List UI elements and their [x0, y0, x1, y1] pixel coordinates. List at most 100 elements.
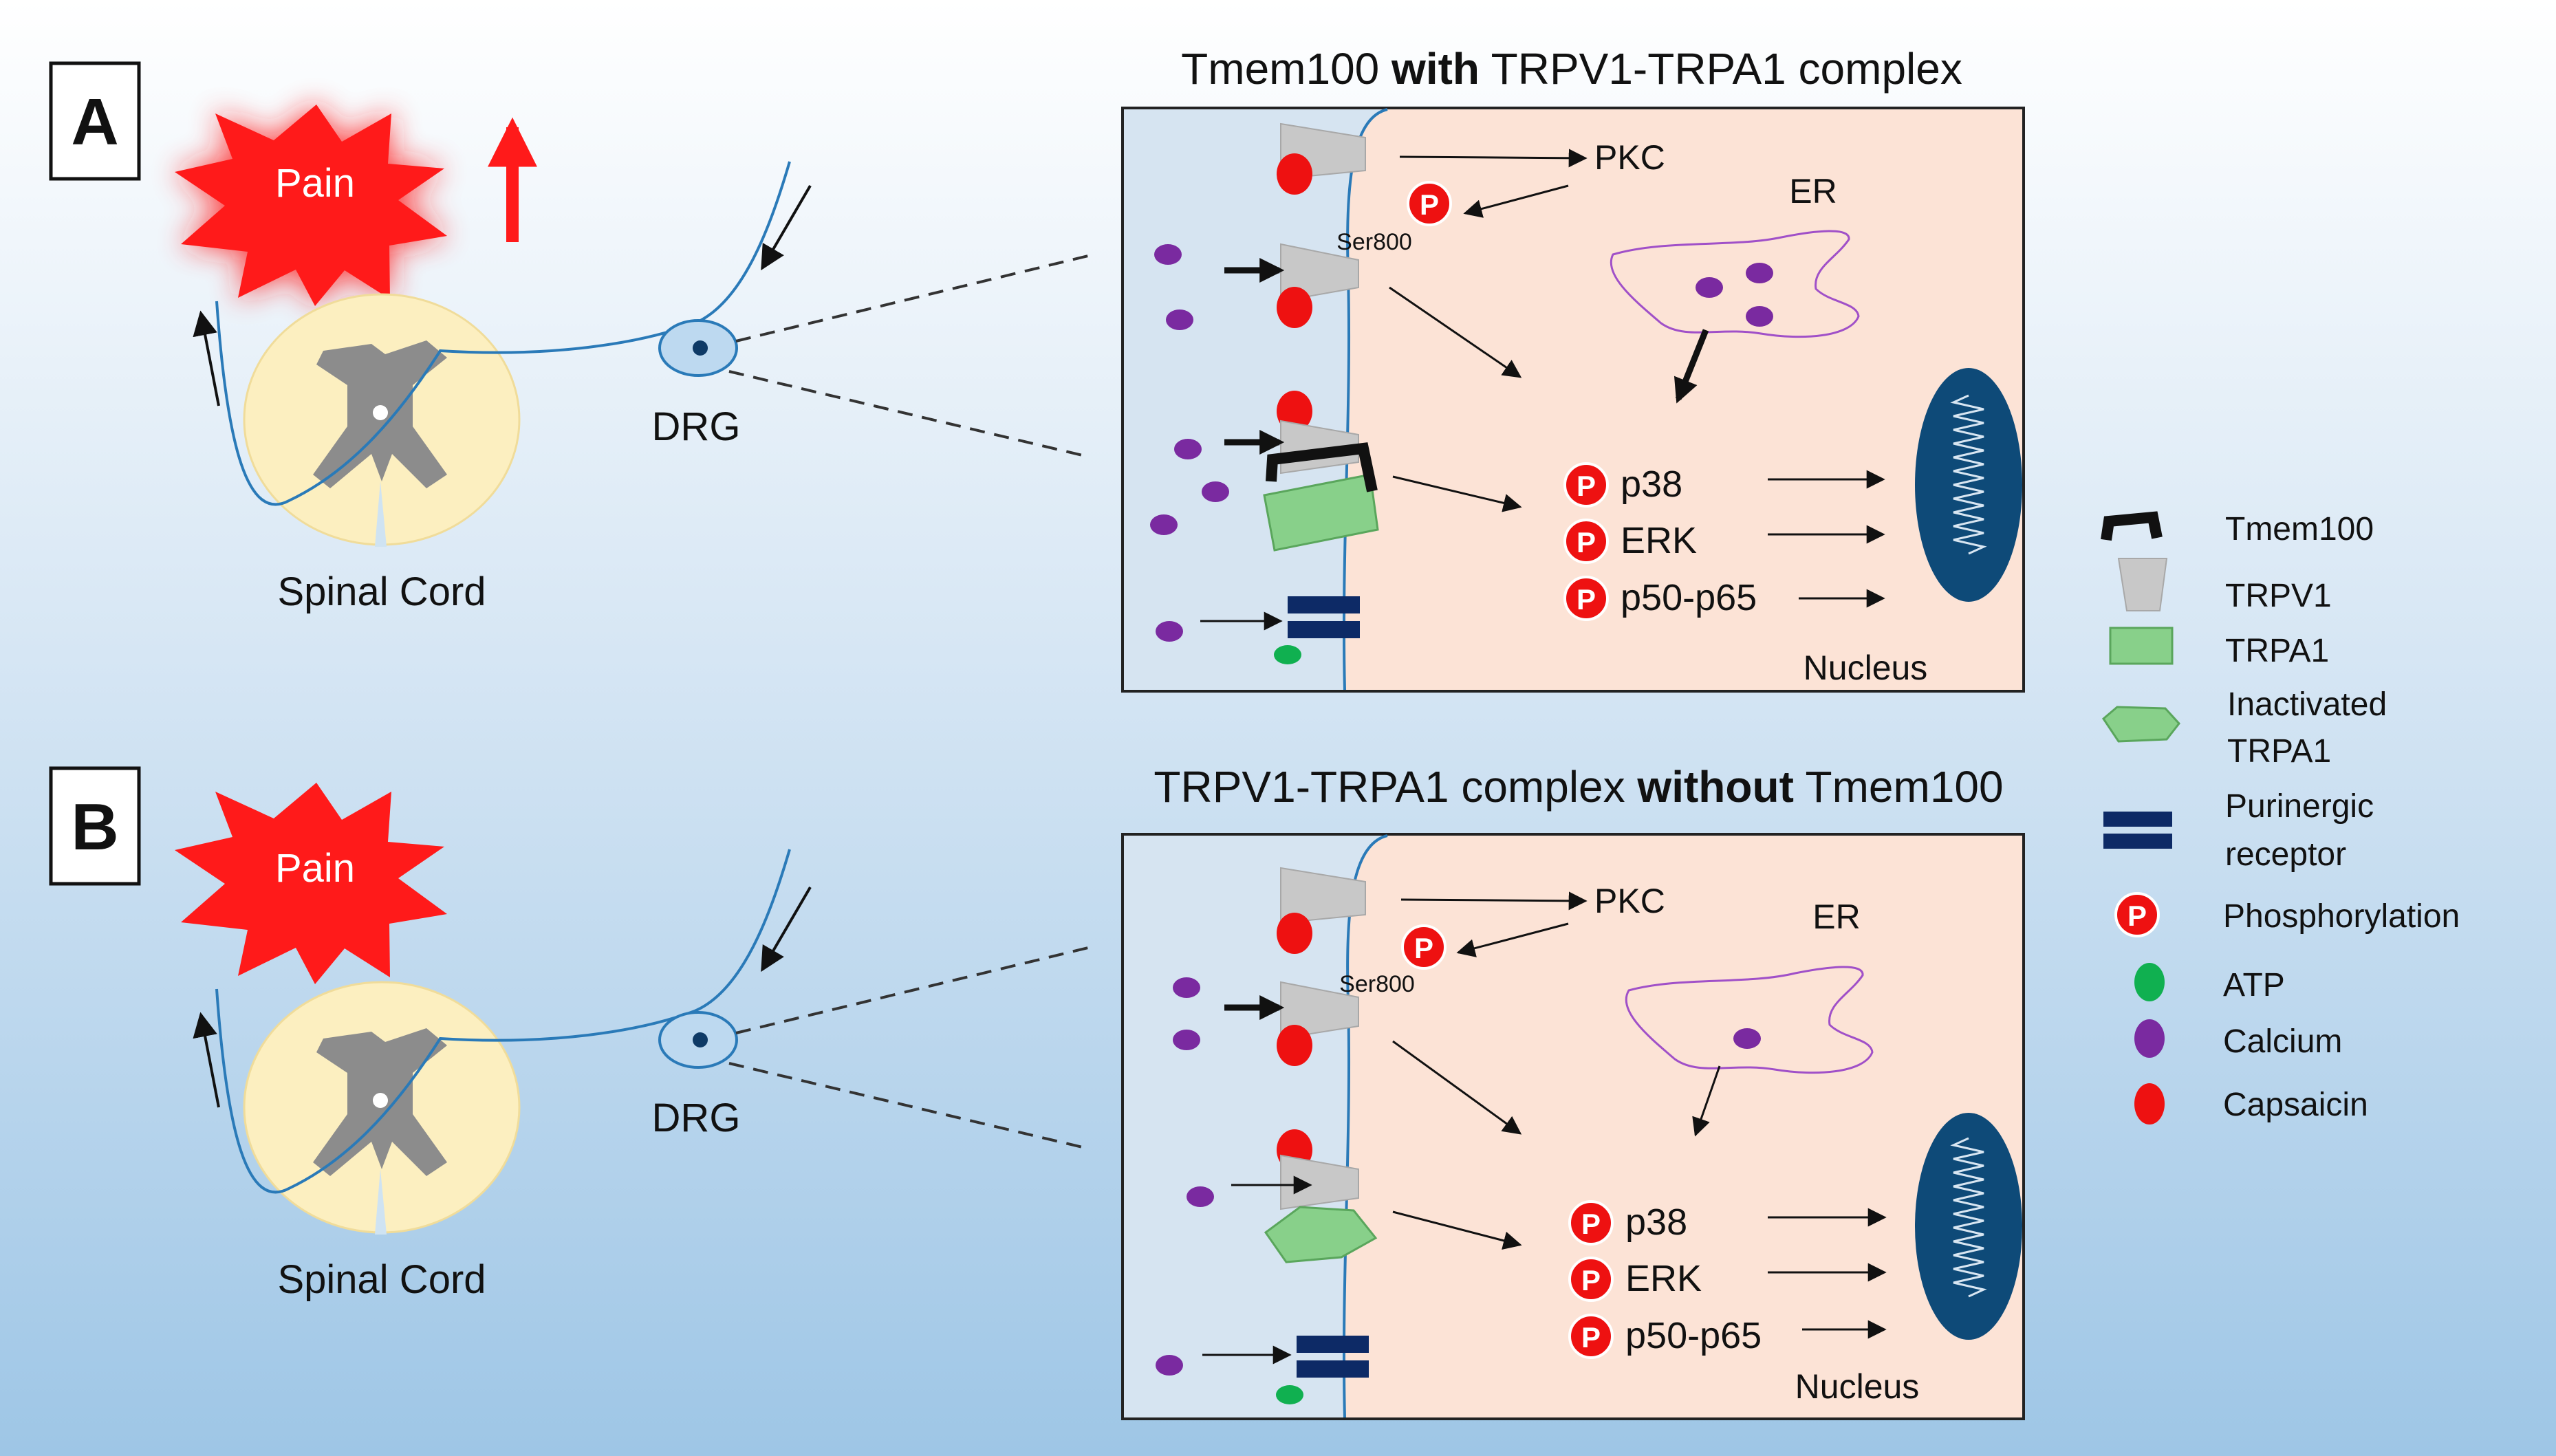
phospho-symbol: P [1420, 188, 1439, 221]
nucleus-label: Nucleus [1804, 649, 1928, 687]
legend-label: TRPV1 [2225, 578, 2332, 614]
ascending-signal-arrow [193, 310, 220, 406]
drg-label: DRG [652, 404, 741, 449]
pain-starburst [175, 105, 447, 306]
zoom-line-bottom [728, 1062, 1089, 1150]
cell-diagram: PKC P Ser800 [1121, 833, 2025, 1420]
inactivated-trpa1-icon [2102, 706, 2180, 743]
calcium [1173, 977, 1200, 998]
capsaicin-icon [2134, 1083, 2165, 1124]
drg-nucleus [693, 1032, 708, 1047]
legend-label: Phosphorylation [2223, 898, 2460, 935]
dna [1950, 394, 1987, 555]
legend-label: TRPA1 [2225, 633, 2329, 669]
phospho-symbol: P [1577, 583, 1596, 616]
calcium [1746, 306, 1773, 327]
panel-letter: A [71, 85, 118, 159]
purinergic-receptor [1288, 596, 1360, 613]
calcium [1173, 1030, 1200, 1050]
capsaicin [1277, 913, 1312, 954]
zoom-line-top [735, 946, 1089, 1034]
atp-icon [2134, 963, 2165, 1001]
phosphorylation-icon [1568, 1257, 1614, 1302]
legend-label: Capsaicin [2223, 1087, 2368, 1123]
trpv1-channel [1280, 1154, 1359, 1210]
panel-a: A Tmem100 with TRPV1-TRPA1 complex Pain … [49, 44, 2025, 693]
calcium [1150, 514, 1178, 535]
atp [1274, 645, 1301, 664]
drg-label: DRG [652, 1096, 741, 1140]
trpa1-channel [1263, 473, 1379, 552]
legend-label: ATP [2223, 967, 2285, 1003]
nucleus-label: Nucleus [1795, 1367, 1920, 1406]
atp [1276, 1385, 1303, 1404]
phospho-symbol: P [1581, 1321, 1601, 1354]
kinase-label: p38 [1621, 464, 1682, 505]
nucleus [1915, 368, 2022, 602]
zoom-line-bottom [728, 370, 1089, 458]
spinal-cord-label: Spinal Cord [277, 569, 486, 614]
tmem100-icon [2101, 511, 2163, 541]
calcium [1154, 244, 1182, 265]
ascending-signal-arrow [193, 1012, 220, 1108]
phospho-symbol: P [1577, 470, 1596, 502]
arrow-to-kinases [1389, 286, 1522, 378]
panel-title: Tmem100 with TRPV1-TRPA1 complex [1181, 44, 1962, 94]
calcium [1187, 1186, 1214, 1207]
phospho-symbol: P [1577, 526, 1596, 558]
central-canal [373, 405, 388, 420]
phosphorylation-icon [1407, 181, 1452, 226]
kinase-label: ERK [1625, 1258, 1702, 1299]
sensory-neuron [215, 849, 791, 1194]
pain-label: Pain [275, 846, 355, 891]
calcium [1156, 621, 1183, 642]
legend-label: receptor [2225, 836, 2346, 873]
zoom-line-top [735, 254, 1089, 343]
phospho-symbol: P [2127, 900, 2147, 932]
panel-letter-box [49, 766, 141, 886]
calcium [1174, 439, 1202, 459]
pain-starburst [175, 783, 447, 984]
ventral-fissure [375, 481, 387, 547]
ser800-label: Ser800 [1336, 229, 1412, 255]
er-calcium-release-arrow [1674, 329, 1709, 404]
calcium [1696, 277, 1723, 298]
legend-label: Tmem100 [2225, 511, 2374, 547]
ventral-fissure [375, 1169, 387, 1235]
purinergic-receptor [1288, 621, 1360, 638]
legend: Tmem100 TRPV1 TRPA1 Inactivated TRPA1 Pu… [2101, 511, 2460, 1124]
phosphorylation-icon [1568, 1314, 1614, 1359]
phosphorylation-icon [1563, 576, 1609, 621]
arrow-to-kinases [1392, 1040, 1522, 1135]
nucleus [1915, 1113, 2022, 1340]
legend-label: Inactivated [2227, 686, 2387, 723]
phosphorylation-icon [1563, 519, 1609, 564]
pkc-label: PKC [1594, 882, 1665, 920]
panel-b: B TRPV1-TRPA1 complex without Tmem100 Pa… [49, 762, 2025, 1420]
calcium [1156, 1355, 1183, 1376]
calcium-icon [2134, 1019, 2165, 1058]
trpa1-icon [2109, 627, 2174, 665]
panel-letter: B [71, 790, 118, 864]
endoplasmic-reticulum [1625, 966, 1874, 1074]
panel-title: TRPV1-TRPA1 complex without Tmem100 [1154, 762, 2003, 812]
er-label: ER [1789, 172, 1837, 210]
purinergic-receptor-icon [2103, 834, 2172, 849]
phosphorylation-icon [1401, 924, 1447, 970]
kinase-label: p38 [1625, 1202, 1687, 1243]
purinergic-receptor [1297, 1360, 1369, 1378]
pain-label: Pain [275, 161, 355, 206]
drg-nucleus [693, 340, 708, 356]
legend-label: TRPA1 [2227, 733, 2331, 770]
calcium [1166, 309, 1193, 330]
trpv1-channel [1280, 867, 1366, 924]
central-canal [373, 1093, 388, 1108]
kinase-label: p50-p65 [1625, 1315, 1762, 1356]
phosphorylation-icon [2114, 892, 2160, 937]
phospho-symbol: P [1414, 932, 1433, 964]
calcium [1746, 263, 1773, 283]
tmem100 [1266, 442, 1378, 492]
ser800-label: Ser800 [1339, 971, 1415, 997]
phosphorylation-icon [1568, 1200, 1614, 1246]
